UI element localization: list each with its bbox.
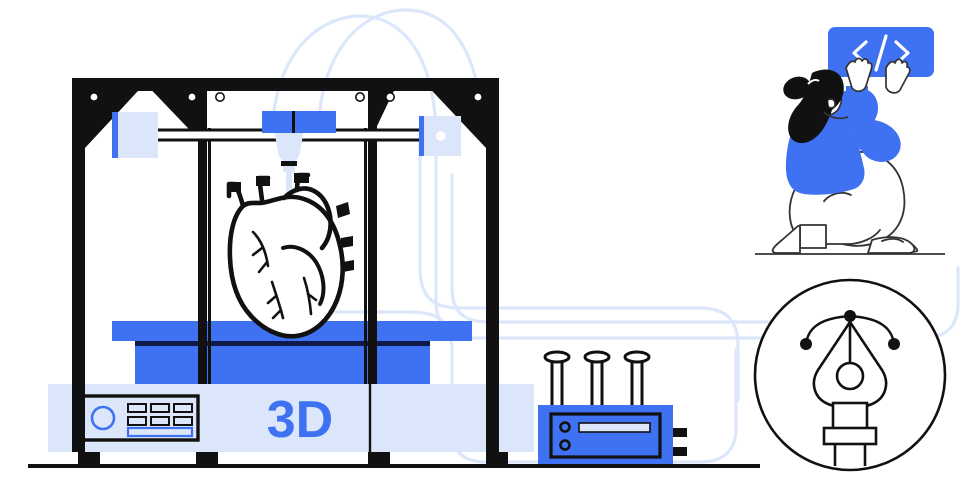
character-ear [827, 98, 836, 109]
frame-post-inner-right [368, 96, 377, 384]
leg-shin-front [850, 229, 881, 245]
bezier-anchor-point[interactable] [888, 338, 900, 350]
heart-vessel-svc-cap [256, 176, 270, 186]
print-head-block [262, 111, 336, 133]
test-tube-cap [543, 350, 571, 364]
knee-block [799, 224, 827, 249]
pen-collar [822, 426, 878, 446]
printer-3d: 3D [48, 78, 534, 468]
filament-tube-b [418, 138, 740, 402]
filament-arc-2 [316, 8, 484, 142]
pen-nib-hole [835, 361, 865, 391]
heart-appendage-2 [341, 236, 353, 248]
bezier-anchor-point[interactable] [800, 338, 812, 350]
pen-tool-badge[interactable] [753, 278, 947, 472]
hand-right [885, 58, 911, 94]
shoe-front [771, 225, 801, 254]
frame-bolt [215, 92, 226, 103]
frame-post-right [486, 78, 499, 452]
pen-barrel [831, 401, 869, 433]
frame-bolt [89, 92, 100, 103]
heart-vessel-aorta-cap [294, 173, 309, 183]
test-tube-cap [623, 350, 651, 364]
gusset-inner-left-2 [175, 78, 207, 145]
filament-tube-c [434, 153, 960, 340]
character-hands [845, 57, 911, 94]
frame-post-left [72, 78, 85, 452]
character-cuff [846, 86, 868, 112]
test-tube [590, 358, 604, 410]
panel-progress-bar [126, 426, 194, 438]
hand-left [845, 57, 873, 92]
heart-body [227, 194, 345, 339]
bioreactor-indicator[interactable] [559, 439, 571, 451]
bioreactor-display-bar [578, 422, 651, 433]
rail-end-cap-right-edge [419, 116, 424, 156]
test-tube-cap [583, 350, 611, 364]
panel-button[interactable] [173, 403, 193, 413]
control-panel[interactable] [76, 394, 200, 442]
heart-vessel-left-cap [228, 182, 241, 192]
panel-button[interactable] [150, 416, 170, 426]
bioreactor-device [538, 350, 687, 465]
heart-appendage-1 [336, 202, 350, 218]
build-plate-body [135, 341, 430, 384]
heart-model [226, 172, 354, 339]
code-card[interactable] [828, 27, 934, 77]
test-tube [550, 358, 564, 410]
hair-tie [807, 79, 820, 85]
frame-bolt [187, 92, 198, 103]
frame-bolt [384, 92, 395, 103]
panel-button[interactable] [127, 403, 147, 413]
rail-end-cap-left-edge [112, 112, 118, 158]
frame-post-inner-left [198, 96, 207, 384]
guide-rail-right [364, 128, 367, 384]
panel-button[interactable] [150, 403, 170, 413]
print-head-divider [292, 111, 295, 133]
frame-bolt [354, 92, 365, 103]
bezier-anchor-point[interactable] [844, 310, 856, 322]
frame-bolt [472, 92, 483, 103]
panel-button[interactable] [127, 416, 147, 426]
control-knob[interactable] [90, 405, 116, 431]
bioreactor-indicator[interactable] [559, 421, 571, 433]
bioreactor-port [673, 447, 687, 456]
hair-mass [788, 69, 844, 144]
print-head [262, 111, 336, 193]
bioreactor-panel [549, 412, 662, 459]
build-plate-seam [135, 341, 430, 346]
rail-end-cap-hub [436, 131, 446, 141]
test-tube [630, 358, 644, 410]
developer-character [755, 27, 945, 255]
test-tubes [543, 350, 651, 410]
filament-arc-1 [270, 14, 438, 142]
heart-appendage-3 [343, 260, 354, 272]
character-collar [823, 111, 849, 120]
hair-bun [783, 76, 811, 100]
rail-end-cap-left-plate [112, 112, 158, 158]
character-hair [783, 69, 844, 144]
print-head-nozzle-tip [281, 161, 297, 166]
character-arm-right [852, 119, 901, 162]
shoe-back-detail [881, 237, 904, 243]
panel-button[interactable] [173, 416, 193, 426]
printer-3d-label: 3D [267, 391, 333, 449]
heart-coronary-vessels [251, 230, 318, 320]
guide-rail-left [208, 128, 211, 384]
bioreactor-port [673, 428, 687, 437]
heart-ventricle-line [281, 244, 326, 306]
